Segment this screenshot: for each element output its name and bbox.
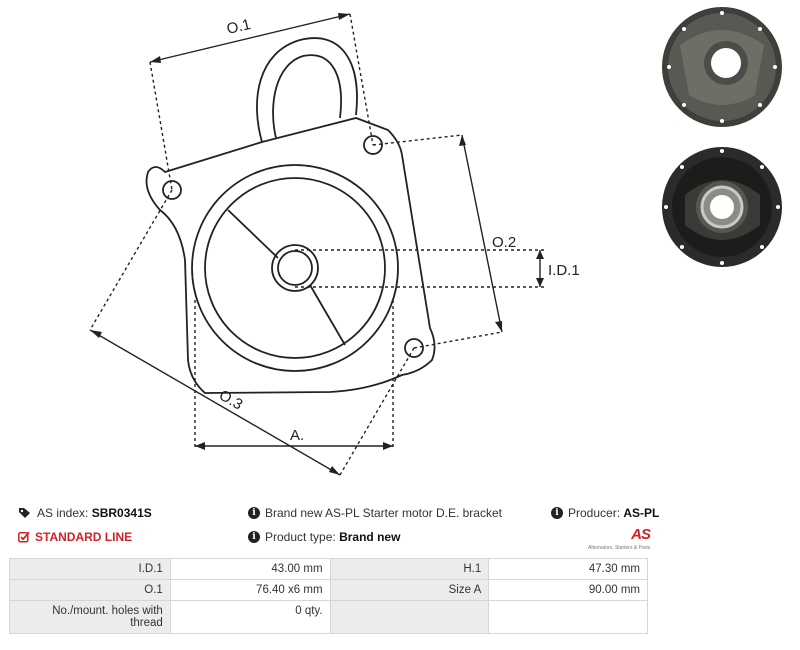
as-index: AS index: SBR0341S	[18, 506, 152, 520]
description-text: Brand new AS-PL Starter motor D.E. brack…	[265, 506, 502, 520]
spec-value	[488, 600, 648, 634]
spec-label: O.1	[9, 579, 171, 601]
label-o1: O.1	[225, 16, 252, 38]
bracket-outline	[145, 117, 436, 394]
label-id1: I.D.1	[548, 262, 580, 279]
table-row: No./mount. holes with thread 0 qty.	[9, 600, 648, 634]
logo-tagline: Alternators, Starters & Parts	[588, 545, 651, 551]
label-o2: O.2	[492, 234, 516, 251]
technical-drawing: O.1 O.2 I.D.1 O.3 A.	[89, 13, 580, 476]
spec-value: 47.30 mm	[488, 558, 648, 580]
product-type-value: Brand new	[339, 530, 401, 544]
brand-logo: AS Alternators, Starters & Parts	[588, 526, 651, 552]
main-outer-circle	[191, 164, 399, 372]
spec-value: 43.00 mm	[169, 558, 331, 580]
bracket-loop	[256, 37, 358, 143]
cutaway-edges	[227, 209, 346, 346]
spec-label: H.1	[329, 558, 490, 580]
bearing-inner	[277, 250, 313, 286]
main-inner-circle	[204, 177, 386, 359]
spec-label: I.D.1	[9, 558, 171, 580]
as-index-label: AS index:	[37, 506, 89, 520]
spec-label: No./mount. holes with thread	[9, 600, 171, 634]
spec-label: Size A	[329, 579, 490, 601]
specs-table: I.D.1 43.00 mm H.1 47.30 mm O.1 76.40 x6…	[9, 558, 648, 634]
ear-hole-top	[363, 135, 383, 155]
product-photo-front	[662, 7, 782, 127]
bracket-loop-inner	[272, 54, 342, 139]
table-row: I.D.1 43.00 mm H.1 47.30 mm	[9, 558, 648, 580]
product-line-text: STANDARD LINE	[35, 530, 133, 544]
label-a: A.	[290, 427, 304, 444]
spec-value: 90.00 mm	[488, 579, 648, 601]
producer: i Producer: AS-PL	[551, 506, 659, 520]
producer-value: AS-PL	[623, 506, 660, 520]
producer-label: Producer:	[568, 506, 621, 520]
spec-value: 76.40 x6 mm	[169, 579, 331, 601]
bearing-outer	[271, 244, 319, 292]
checkbox-check-icon	[18, 531, 30, 543]
product-type-label: Product type:	[265, 530, 336, 544]
info-icon: i	[248, 531, 260, 543]
as-index-value: SBR0341S	[91, 506, 152, 520]
logo-mark: AS	[631, 526, 651, 543]
label-o3: O.3	[216, 387, 245, 414]
spec-label	[329, 600, 490, 634]
info-icon: i	[248, 507, 260, 519]
table-row: O.1 76.40 x6 mm Size A 90.00 mm	[9, 579, 648, 601]
ear-hole-left	[162, 180, 182, 200]
info-icon: i	[551, 507, 563, 519]
product-line: STANDARD LINE	[18, 530, 132, 544]
tags-icon	[19, 508, 30, 518]
product-type: i Product type: Brand new	[248, 530, 400, 544]
product-description: i Brand new AS-PL Starter motor D.E. bra…	[248, 506, 502, 520]
product-photo-back	[662, 147, 782, 267]
ear-hole-bottom	[404, 338, 424, 358]
spec-value: 0 qty.	[169, 600, 331, 634]
